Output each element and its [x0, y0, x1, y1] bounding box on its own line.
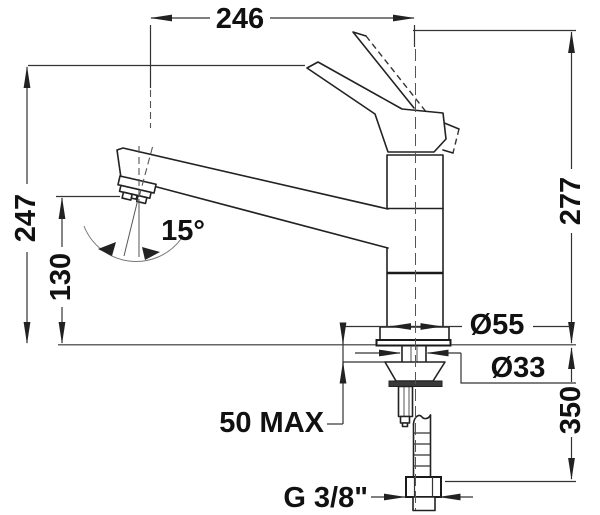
dimension-outlet-clearance: 130 [45, 195, 120, 344]
dim-130-value: 130 [45, 253, 77, 301]
dimension-swivel-angle: 15° [83, 146, 205, 262]
base-collar [379, 326, 450, 341]
dim-247-value: 247 [10, 194, 42, 242]
arc-arrowhead-left [98, 242, 116, 256]
aerator [117, 175, 157, 205]
dimension-overall-height: 277 [413, 29, 587, 344]
dim-d33-value: Ø33 [491, 352, 546, 384]
supply-hose [412, 414, 432, 478]
arc-arrowhead-right [142, 247, 160, 260]
dimension-thread-size: G 3/8" [283, 482, 473, 514]
handle-raised-phantom [352, 31, 428, 114]
counter-deck [58, 344, 576, 363]
dimension-deck-thickness: 50 MAX [219, 322, 347, 439]
dim-350-value: 350 [555, 386, 587, 434]
spout [116, 147, 389, 249]
centerlines [149, 49, 416, 510]
handle-lever [306, 61, 447, 153]
dimension-body-diameter: Ø55 [343, 309, 570, 341]
connection-nut [405, 476, 442, 512]
dim-thread-value: G 3/8" [283, 482, 368, 514]
dimensions: 246 247 130 277 350 [10, 3, 587, 514]
dimension-hose-length: 350 [445, 347, 587, 483]
dim-50max-value: 50 MAX [219, 407, 324, 439]
dimension-spout-reach: 246 [149, 3, 416, 88]
base-plate [375, 339, 452, 347]
dimension-shank-diameter: Ø33 [355, 349, 576, 384]
dim-15deg-value: 15° [161, 215, 205, 247]
dim-277-value: 277 [555, 177, 587, 225]
dim-246-value: 246 [216, 3, 264, 35]
threaded-stud [397, 385, 414, 418]
dimension-height-to-spout: 247 [10, 64, 305, 344]
faucet-outline [116, 31, 460, 347]
dim-d55-value: Ø55 [470, 309, 525, 341]
